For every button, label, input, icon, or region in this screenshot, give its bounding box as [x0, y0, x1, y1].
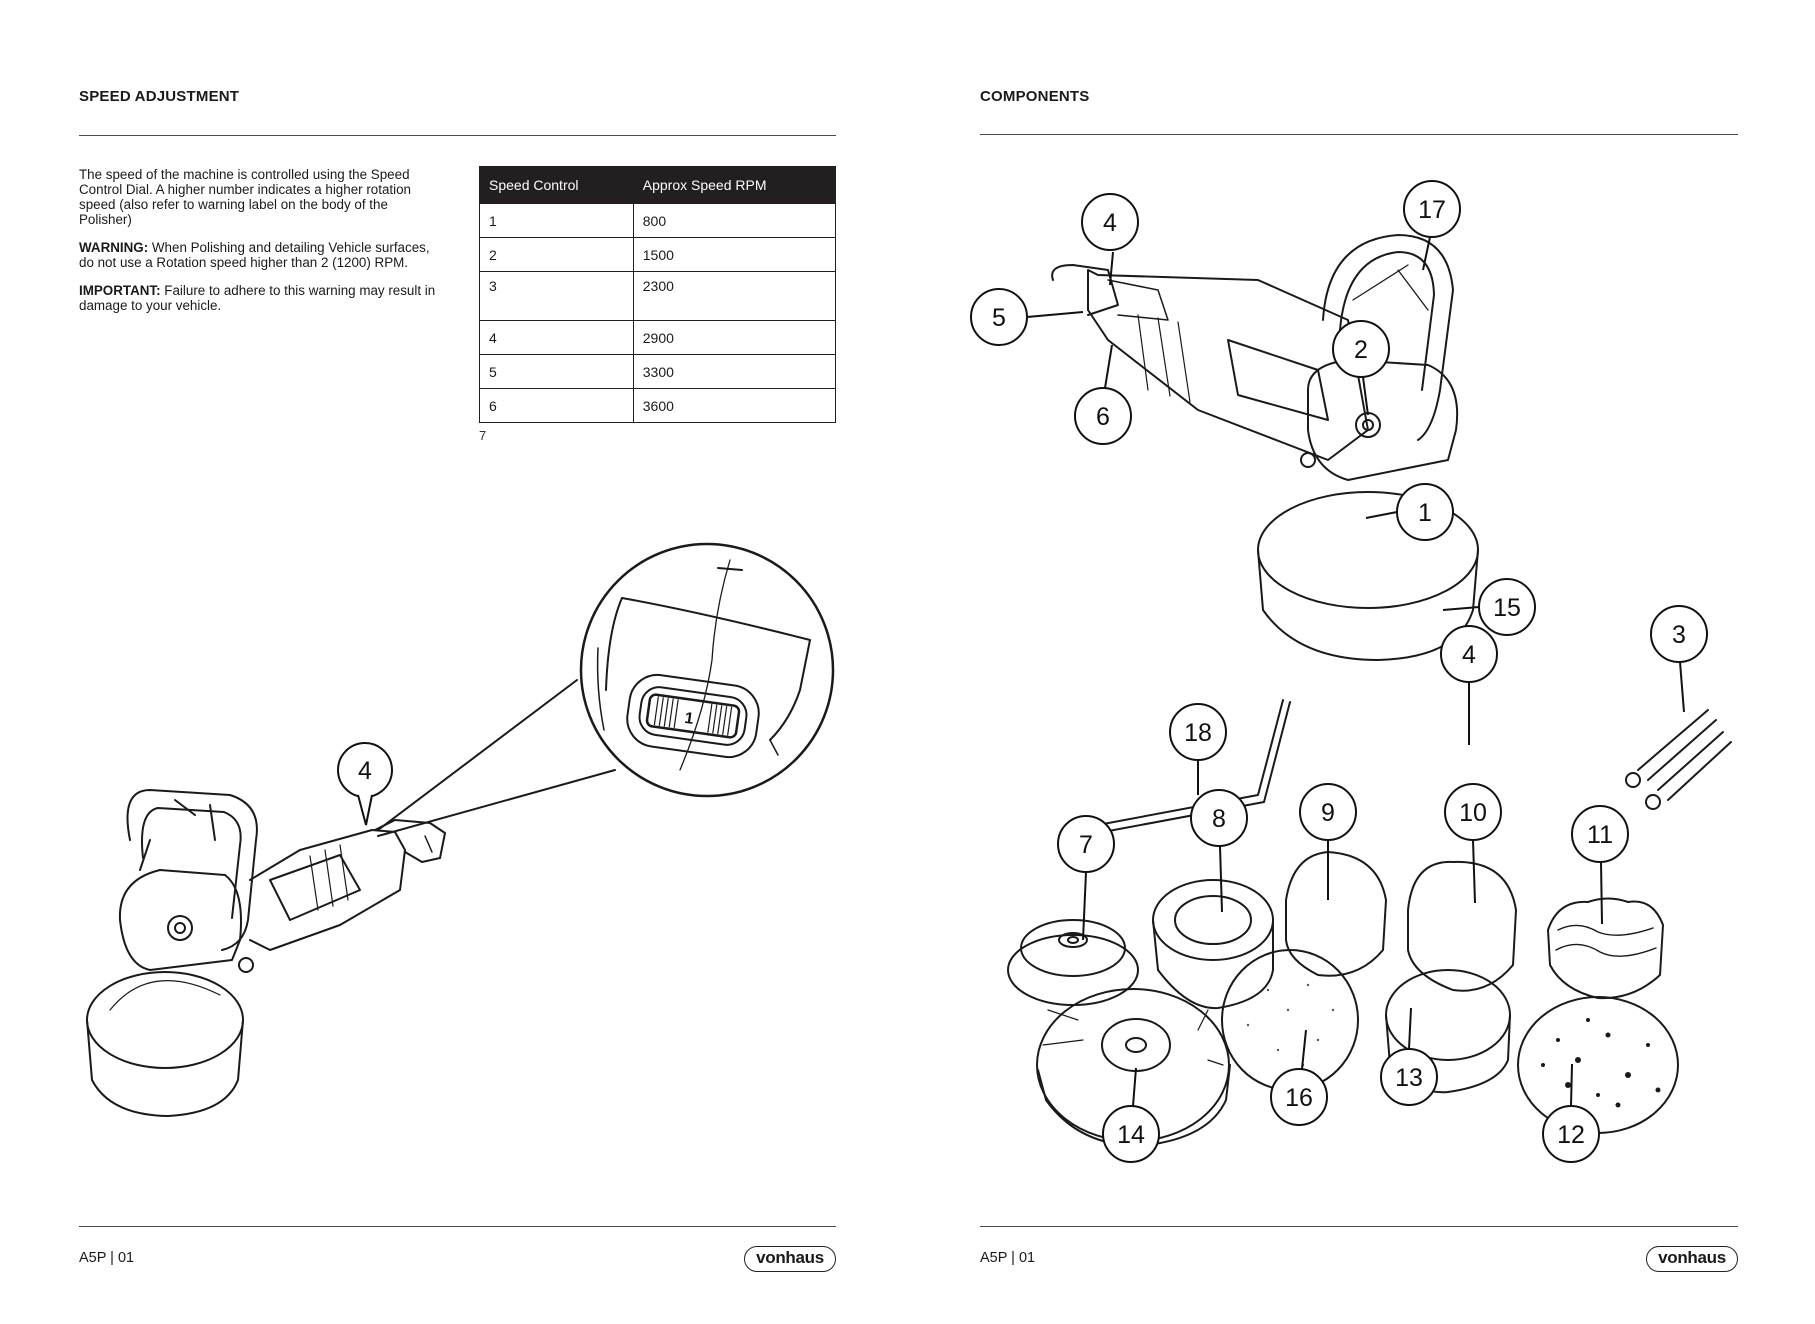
- footer-divider: [79, 1226, 836, 1227]
- vonhaus-logo: vonhaus: [744, 1246, 836, 1272]
- table-cell: 2: [479, 237, 634, 272]
- components-diagram: 4 17 5 2 6 1 15: [970, 180, 1732, 1163]
- callout-12: 12: [1542, 1063, 1600, 1163]
- callout-18: 18: [1169, 703, 1227, 795]
- left-page: SPEED ADJUSTMENT The speed of the machin…: [0, 0, 907, 1324]
- footer-model-code: A5P | 01: [980, 1250, 1036, 1266]
- important-text: Failure to adhere to this warning may re…: [79, 283, 436, 313]
- callout-label: 17: [1418, 196, 1446, 224]
- callout-label: 18: [1184, 719, 1212, 747]
- table-header-row: Speed Control Approx Speed RPM: [479, 166, 837, 204]
- column-header: Speed Control: [479, 166, 634, 204]
- warning-text: When Polishing and detailing Vehicle sur…: [79, 240, 430, 270]
- callout-7: 7: [1057, 815, 1115, 941]
- callout-label: 4: [1103, 209, 1117, 237]
- callout-17: 17: [1403, 180, 1461, 271]
- important-paragraph: IMPORTANT: Failure to adhere to this war…: [79, 283, 444, 313]
- callout-label: 11: [1587, 821, 1613, 849]
- callout-label: 6: [1096, 403, 1110, 431]
- callout-4: 4: [337, 742, 393, 826]
- callout-10: 10: [1444, 783, 1502, 904]
- callout-label: 16: [1285, 1084, 1313, 1112]
- callout-4-bottom: 4: [1440, 625, 1498, 745]
- callout-8: 8: [1190, 789, 1248, 913]
- table-cell: 4: [479, 320, 634, 355]
- table-cell: 1: [479, 203, 634, 238]
- table-cell: 6: [479, 388, 634, 423]
- callout-label: 8: [1212, 805, 1226, 833]
- callout-9: 9: [1299, 783, 1357, 900]
- speed-dial-illustration: 1 4: [86, 542, 835, 1117]
- table-cell: 3600: [632, 388, 837, 423]
- callout-label: 14: [1117, 1121, 1145, 1149]
- speed-instructions: The speed of the machine is controlled u…: [79, 167, 444, 326]
- header-divider: [79, 135, 836, 136]
- callout-label: 15: [1493, 594, 1521, 622]
- table-cell: 1500: [632, 237, 837, 272]
- footer-model-code: A5P | 01: [79, 1250, 135, 1266]
- callout-14: 14: [1102, 1067, 1160, 1163]
- callout-label: 3: [1672, 621, 1686, 649]
- table-cell: 2900: [632, 320, 837, 355]
- dial-number: 1: [683, 710, 694, 728]
- callout-label: 7: [1079, 831, 1093, 859]
- callout-16: 16: [1270, 1029, 1328, 1126]
- important-label: IMPORTANT:: [79, 283, 161, 298]
- callout-label: 10: [1459, 799, 1487, 827]
- warning-paragraph: WARNING: When Polishing and detailing Ve…: [79, 240, 444, 270]
- callout-1: 1: [1365, 483, 1454, 541]
- table-cell: 5: [479, 354, 634, 389]
- callout-15: 15: [1442, 578, 1536, 636]
- right-page: COMPONENTS: [908, 0, 1815, 1324]
- callout-label: 4: [358, 757, 372, 785]
- callout-label: 2: [1354, 336, 1368, 364]
- table-cell: 3: [479, 271, 634, 321]
- table-cell: 800: [632, 203, 837, 238]
- footer-divider: [980, 1226, 1738, 1227]
- callout-13: 13: [1380, 1007, 1438, 1106]
- page-title: COMPONENTS: [980, 88, 1090, 105]
- table-cell: 2300: [632, 271, 837, 321]
- callout-label: 12: [1557, 1121, 1585, 1149]
- table-overflow-number: 7: [479, 428, 487, 443]
- callout-11: 11: [1571, 805, 1629, 925]
- callout-6: 6: [1074, 344, 1132, 445]
- callout-4-top: 4: [1081, 193, 1139, 286]
- callout-label: 9: [1321, 799, 1335, 827]
- callout-label: 13: [1395, 1064, 1423, 1092]
- intro-paragraph: The speed of the machine is controlled u…: [79, 167, 411, 227]
- header-divider: [980, 134, 1738, 135]
- callout-label: 4: [1462, 641, 1476, 669]
- vonhaus-logo: vonhaus: [1646, 1246, 1738, 1272]
- table-cell: 3300: [632, 354, 837, 389]
- callout-label: 5: [992, 304, 1006, 332]
- callout-label: 1: [1418, 499, 1432, 527]
- page-title: SPEED ADJUSTMENT: [79, 88, 240, 105]
- warning-label: WARNING:: [79, 240, 149, 255]
- callout-3: 3: [1650, 605, 1708, 713]
- column-header: Approx Speed RPM: [632, 166, 837, 204]
- callout-5: 5: [970, 288, 1084, 346]
- callout-2: 2: [1332, 320, 1390, 416]
